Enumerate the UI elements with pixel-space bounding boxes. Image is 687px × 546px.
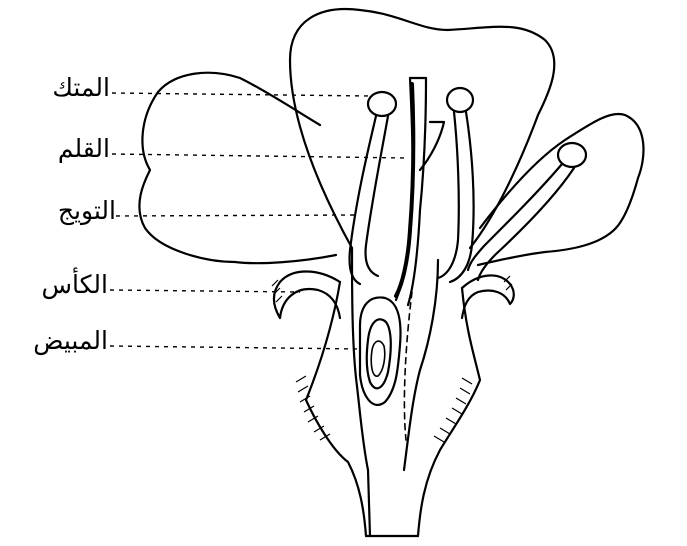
sepal-left	[274, 272, 340, 319]
sepal-right	[462, 275, 514, 318]
label-ovary: المبيض	[8, 328, 108, 353]
petal-top	[290, 9, 554, 248]
leader-style	[112, 154, 408, 158]
label-calyx: الكأس	[12, 272, 108, 297]
inner-wall-left	[352, 248, 370, 536]
label-corolla: التويج	[18, 198, 116, 223]
label-style: القلم	[18, 136, 110, 161]
petal-right	[478, 114, 644, 265]
leader-corolla	[116, 215, 355, 216]
label-anther: المتك	[18, 75, 110, 100]
anther-left	[368, 92, 396, 116]
inner-wall-right	[404, 260, 438, 470]
leader-calyx	[110, 290, 300, 292]
petal-left	[139, 73, 336, 263]
leader-anther	[112, 93, 370, 96]
receptacle-right	[418, 288, 480, 536]
anther-middle	[447, 88, 473, 112]
receptacle-left	[306, 282, 366, 536]
